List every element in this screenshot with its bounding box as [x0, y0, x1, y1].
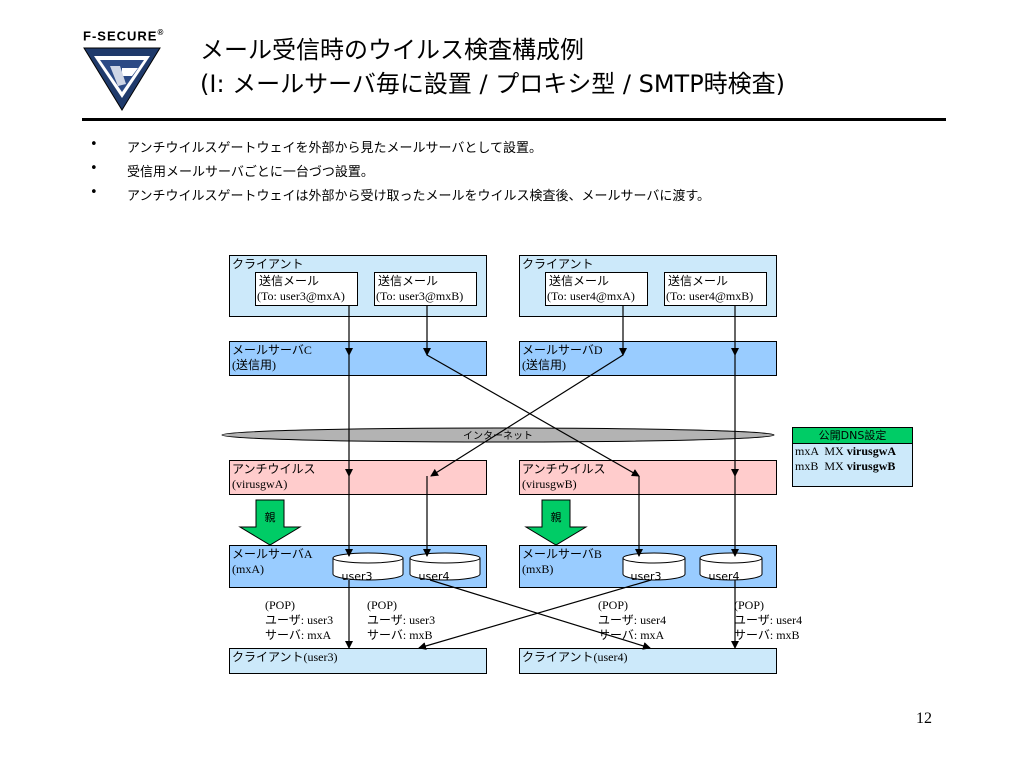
sent-mail-user4-mxB: 送信メール (To: user4@mxB) [664, 272, 767, 306]
pop-protocol: (POP) [367, 598, 398, 612]
sent-mail-user4-mxA: 送信メール (To: user4@mxA) [545, 272, 648, 306]
server-name: メールサーバA [232, 547, 313, 561]
server-host: (mxB) [522, 562, 554, 576]
bullet-dot: • [90, 161, 98, 176]
dns-row-mxB: mxB MX virusgwB [793, 459, 912, 474]
mailbox-a-user4: user4 [409, 552, 481, 583]
sent-mail-address: (To: user4@mxB) [666, 289, 754, 303]
antivirus-name: アンチウイルス [522, 462, 606, 476]
pop-user: ユーザ: user3 [367, 613, 436, 627]
sent-mail-title: 送信メール [549, 274, 610, 288]
sent-mail-title: 送信メール [259, 274, 320, 288]
pop-user: ユーザ: user4 [598, 613, 667, 627]
sent-mail-user3-mxA: 送信メール (To: user3@mxA) [255, 272, 358, 306]
sent-mail-address: (To: user4@mxA) [547, 289, 635, 303]
client-label: クライアント(user3) [232, 650, 338, 664]
client-user3: クライアント(user3) [229, 648, 487, 674]
internet-cloud [221, 427, 775, 443]
antivirus-gateway-a: アンチウイルス (virusgwA) [229, 460, 487, 495]
pop-server: サーバ: mxB [367, 628, 433, 642]
sent-mail-title: 送信メール [378, 274, 439, 288]
mail-flow-lines [345, 306, 739, 650]
pop-protocol: (POP) [734, 598, 765, 612]
logo-text: F-SECURE® [83, 28, 165, 44]
antivirus-gateway-b: アンチウイルス (virusgwB) [519, 460, 777, 495]
sent-mail-user3-mxB: 送信メール (To: user3@mxB) [374, 272, 477, 306]
pop-protocol: (POP) [598, 598, 629, 612]
bullet-item: • アンチウイルスゲートウェイは外部から受け取ったメールをウイルス検査後、メール… [90, 185, 990, 204]
bullet-dot: • [90, 185, 98, 200]
dns-record: mxA MX [795, 444, 847, 458]
server-name: メールサーバD [522, 343, 603, 357]
pop-protocol: (POP) [265, 598, 296, 612]
client-label: クライアント [522, 257, 594, 271]
server-name: メールサーバB [522, 547, 602, 561]
logo-shield-icon [83, 47, 161, 111]
mail-server-d: メールサーバD (送信用) [519, 341, 777, 376]
mail-server-c: メールサーバC (送信用) [229, 341, 487, 376]
mailbox-label: user4 [709, 570, 740, 583]
flow-line [426, 354, 640, 477]
bullet-text: 受信用メールサーバごとに一台づつ設置。 [127, 165, 374, 180]
dns-row-mxA: mxA MX virusgwA [793, 444, 912, 459]
bullet-text: アンチウイルスゲートウェイは外部から受け取ったメールをウイルス検査後、メールサー… [127, 189, 711, 204]
pop-server: サーバ: mxB [734, 628, 800, 642]
parent-label: 親 [265, 511, 276, 524]
bullet-dot: • [90, 137, 98, 152]
flow-line [429, 579, 651, 650]
pop-label-user4-mxB: (POP) ユーザ: user4 サーバ: mxB [734, 598, 802, 643]
antivirus-name: アンチウイルス [232, 462, 316, 476]
public-dns-settings: 公開DNS設定 mxA MX virusgwA mxB MX virusgwB [792, 427, 913, 487]
server-name: メールサーバC [232, 343, 312, 357]
pop-label-user3-mxB: (POP) ユーザ: user3 サーバ: mxB [367, 598, 435, 643]
mailbox-label: user3 [631, 570, 662, 583]
pop-label-user3-mxA: (POP) ユーザ: user3 サーバ: mxA [265, 598, 334, 643]
pop-user: ユーザ: user3 [265, 613, 334, 627]
bullet-item: • アンチウイルスゲートウェイを外部から見たメールサーバとして設置。 [90, 137, 990, 156]
flow-line [418, 579, 652, 650]
mailbox-b-user4: user4 [699, 552, 763, 583]
parent-arrow-b: 親 [524, 499, 588, 546]
bullet-text: アンチウイルスゲートウェイを外部から見たメールサーバとして設置。 [127, 141, 542, 156]
sent-mail-title: 送信メール [668, 274, 729, 288]
sent-mail-address: (To: user3@mxB) [376, 289, 464, 303]
dns-header: 公開DNS設定 [793, 428, 912, 444]
antivirus-host: (virusgwA) [232, 477, 288, 491]
server-role: (送信用) [232, 358, 276, 372]
parent-label: 親 [551, 511, 562, 524]
server-host: (mxA) [232, 562, 264, 576]
mailbox-label: user4 [419, 570, 450, 583]
sent-mail-address: (To: user3@mxA) [257, 289, 345, 303]
pop-server: サーバ: mxA [598, 628, 665, 642]
client-label: クライアント(user4) [522, 650, 628, 664]
antivirus-host: (virusgwB) [522, 477, 577, 491]
internet-label: インターネット [463, 430, 533, 442]
client-label: クライアント [232, 257, 304, 271]
page-title-line2: (I: メールサーバ毎に設置 / プロキシ型 / SMTP時検査) [200, 70, 786, 98]
server-role: (送信用) [522, 358, 566, 372]
pop-label-user4-mxA: (POP) ユーザ: user4 サーバ: mxA [598, 598, 666, 643]
bullet-item: • 受信用メールサーバごとに一台づつ設置。 [90, 161, 990, 180]
title-divider [82, 118, 946, 121]
mailbox-a-user3: user3 [332, 552, 404, 583]
mailbox-b-user3: user3 [622, 552, 686, 583]
dns-target: virusgwA [846, 444, 897, 458]
dns-target: virusgwB [846, 459, 896, 473]
parent-arrow-a: 親 [238, 499, 302, 546]
flow-line [430, 354, 624, 477]
pop-server: サーバ: mxA [265, 628, 332, 642]
page-title-line1: メール受信時のウイルス検査構成例 [200, 36, 584, 64]
mailbox-label: user3 [342, 570, 373, 583]
page-number: 12 [916, 710, 932, 727]
pop-user: ユーザ: user4 [734, 613, 803, 627]
dns-record: mxB MX [795, 459, 847, 473]
